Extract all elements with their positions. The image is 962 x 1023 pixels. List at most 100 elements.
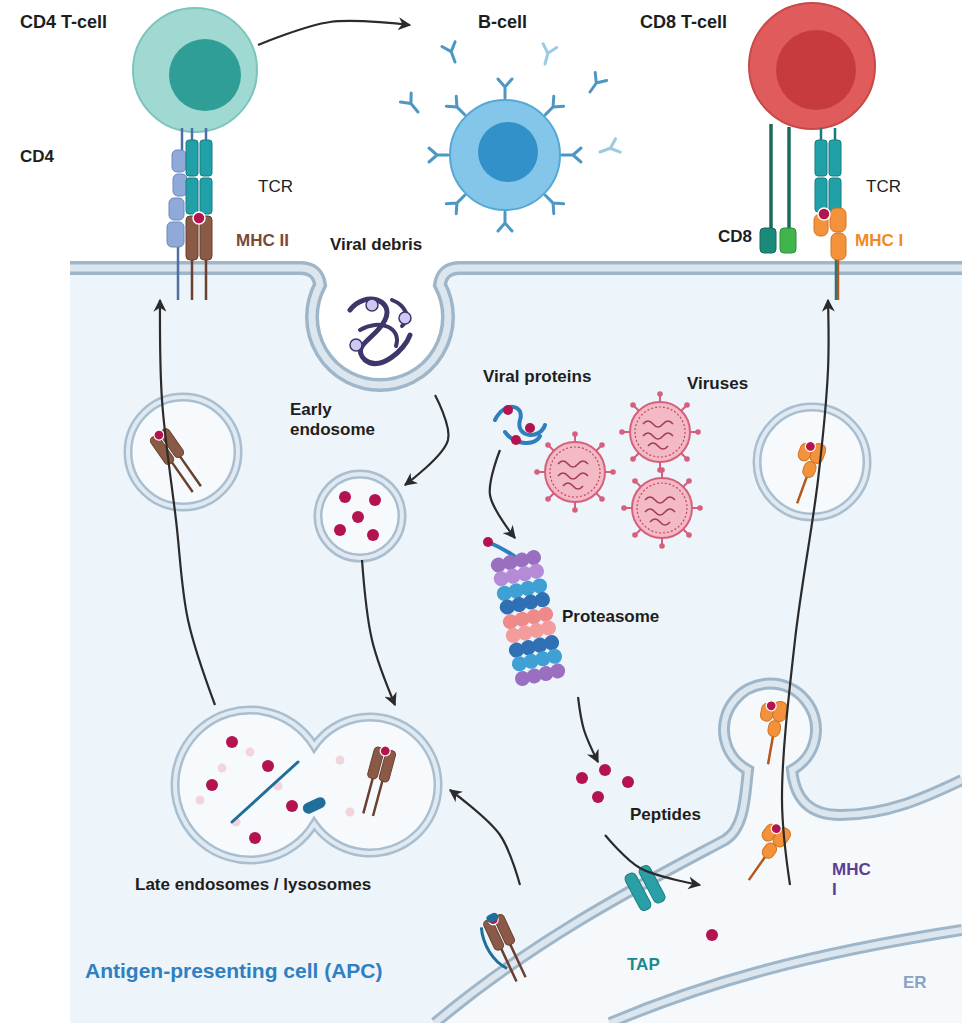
node-label: Antigen-presenting cell (APC)	[85, 958, 383, 983]
peptide-dots	[592, 791, 604, 803]
protein-node: Viral proteins	[478, 365, 625, 450]
cd4-t-cell-figure	[167, 222, 184, 247]
b-cell-figure	[562, 148, 581, 162]
vesicle-cargo	[369, 494, 381, 506]
node-label: CD4 T-cell	[20, 12, 107, 34]
b-cell-figure	[400, 93, 423, 117]
cd8-t-cell-figure	[749, 3, 875, 129]
vesicle-cargo	[147, 425, 206, 496]
late-endosome-figure	[175, 710, 438, 860]
viral-debris-figure	[360, 300, 407, 346]
cd8-t-cell-figure	[837, 258, 840, 300]
late-endosome-figure	[246, 748, 255, 757]
flow-arrow	[160, 300, 215, 705]
b-cell-figure	[584, 72, 606, 96]
vesicle-cargo	[147, 425, 827, 541]
cd8-t-cell-figure	[829, 140, 841, 176]
vesicle-figure	[128, 397, 238, 507]
node-label: ER	[903, 973, 927, 993]
late-endosome-figure	[206, 779, 218, 791]
part-label: MHC II	[236, 231, 289, 251]
node-label: Viral proteins	[483, 367, 591, 387]
flow-arrow	[450, 790, 520, 885]
proteasome-figure	[483, 537, 493, 547]
late-endosome-figure	[175, 710, 438, 860]
er-figure	[435, 684, 962, 1023]
cd8-t-cell-figure	[749, 3, 875, 300]
lysosome-node: Late endosomes / lysosomes	[130, 705, 450, 900]
viral-protein-figure	[525, 423, 535, 433]
b-cell-figure	[446, 190, 469, 213]
late-endosome-figure	[175, 710, 438, 860]
late-endosome-figure	[336, 756, 345, 765]
apc-cytoplasm	[70, 268, 962, 1023]
b-cell-figure	[400, 42, 620, 231]
vesicle-figure	[318, 474, 402, 558]
b-cell-figure	[429, 148, 448, 162]
t-cell-node: CD4 T-cell	[15, 8, 258, 300]
vesicle-cargo	[334, 524, 346, 536]
cd8-t-cell-figure	[829, 178, 841, 212]
er-figure	[610, 930, 962, 1023]
peptide-dots	[622, 776, 634, 788]
late-endosome-figure	[226, 736, 238, 748]
part-label: Viruses	[687, 374, 748, 394]
proteasome-node: Proteasome	[490, 538, 670, 697]
er-figure	[706, 929, 718, 941]
part-label: TCR	[866, 177, 901, 197]
node-label: Viral debris	[330, 235, 422, 255]
node-label: B-cell	[478, 12, 527, 34]
late-endosome-figure	[196, 796, 205, 805]
cd4-t-cell-figure	[186, 178, 198, 214]
viral-debris-figure	[350, 339, 362, 351]
virus-figure	[534, 391, 703, 549]
viral-debris-figure	[366, 299, 378, 311]
cd4-t-cell-figure	[172, 150, 186, 172]
b-cell-figure	[446, 96, 469, 119]
er-figure	[481, 910, 531, 984]
virus-figure	[534, 431, 616, 513]
flow-arrow	[782, 300, 829, 885]
cd8-t-cell-figure	[780, 228, 796, 253]
late-endosome-figure	[262, 760, 274, 772]
node-label: Proteasome	[562, 607, 659, 627]
part-label: CD4	[20, 147, 54, 167]
peptide-node: Peptides	[565, 762, 712, 835]
viral-debris-figure	[350, 299, 410, 363]
vesicle-figure	[757, 407, 867, 517]
vesicle-cargo	[367, 529, 379, 541]
late-endosome-figure	[301, 795, 327, 815]
vesicle-figure	[757, 407, 867, 517]
cd8-t-cell-figure	[815, 178, 827, 212]
b-cell-figure	[442, 42, 462, 65]
b-cell-figure	[538, 44, 556, 66]
flow-arrow	[362, 560, 395, 705]
cd4-t-cell-figure	[169, 198, 184, 220]
flow-arrow	[405, 395, 448, 485]
cd4-t-cell-figure	[173, 174, 187, 196]
part-label: TCR	[258, 177, 293, 197]
t-cell-node: CD8 T-cell	[630, 8, 905, 300]
cd8-t-cell-figure	[815, 140, 827, 176]
peptide-dots	[599, 764, 611, 776]
viral-protein-figure	[503, 405, 513, 415]
proteasome-figure	[514, 662, 567, 687]
cd4-t-cell-figure	[192, 258, 206, 300]
b-cell-figure	[498, 79, 512, 98]
late-endosome-figure	[286, 800, 298, 812]
b-cell-figure	[498, 212, 512, 231]
b-cell-figure	[540, 96, 563, 119]
late-endosome-figure	[218, 764, 227, 773]
node-label: Late endosomes / lysosomes	[135, 875, 371, 895]
cd4-t-cell-figure	[133, 8, 257, 300]
cd4-t-cell-figure	[200, 178, 212, 214]
er-figure	[435, 684, 962, 1023]
late-endosome-figure	[232, 762, 298, 822]
b-cell-figure	[450, 100, 560, 210]
b-cell-figure	[478, 122, 538, 182]
b-cell-figure	[540, 190, 563, 213]
endosome-node: Early endosome	[285, 398, 405, 560]
flow-arrow	[258, 21, 410, 45]
